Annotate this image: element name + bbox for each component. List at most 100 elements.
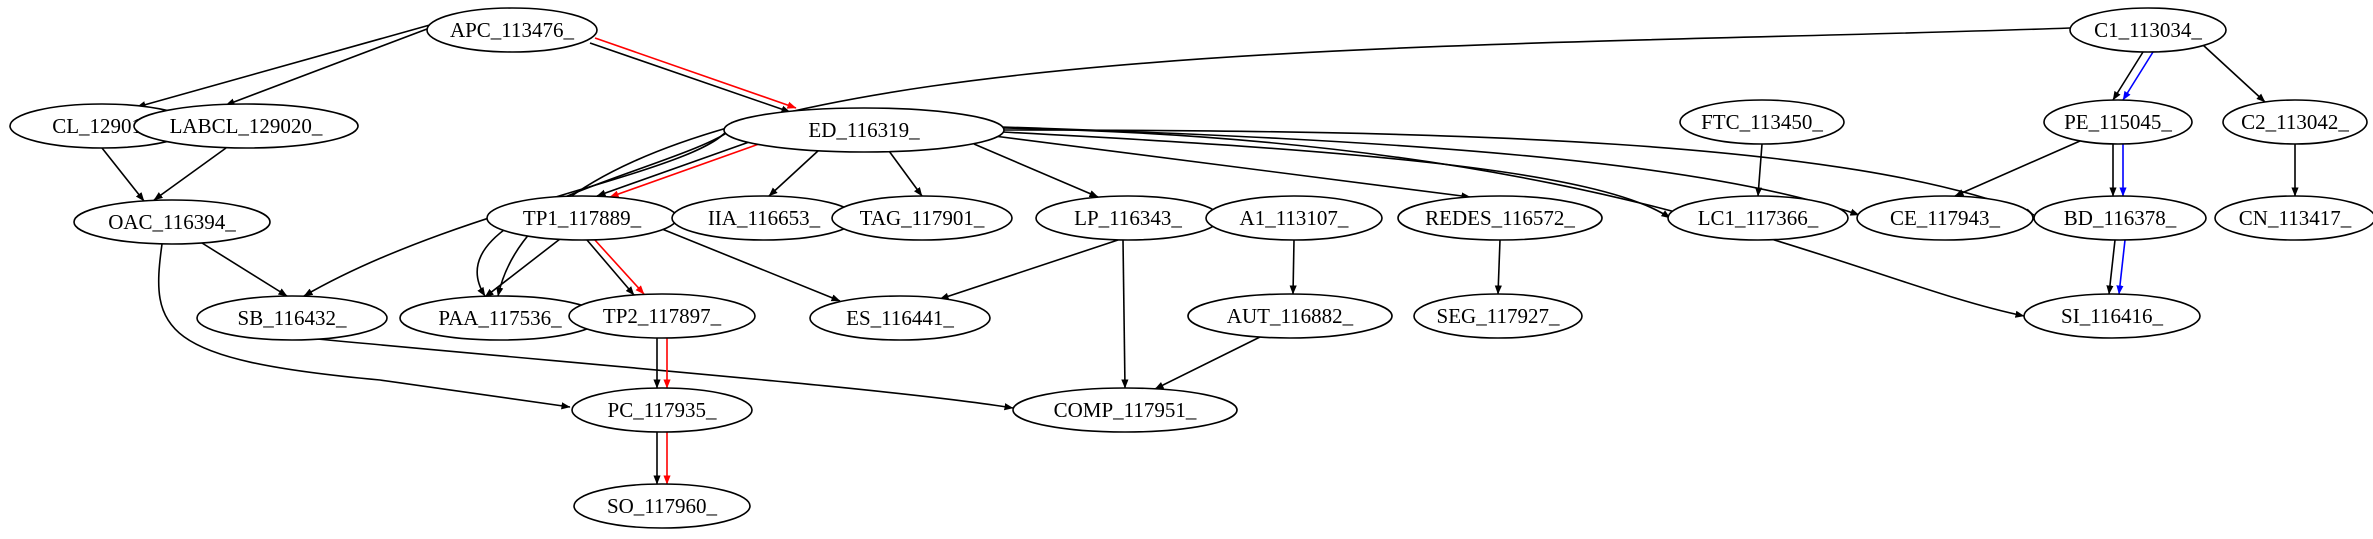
node-c1: C1_113034_ <box>2069 7 2227 53</box>
edge-tp1-to-paa <box>484 238 561 298</box>
edge-tp1-to-tp2 <box>586 239 635 296</box>
node-label: A1_113107_ <box>1240 206 1349 230</box>
edge-cl-to-oac <box>101 147 145 202</box>
node-labcl: LABCL_129020_ <box>133 103 359 149</box>
edge-ed-to-ce <box>1001 126 1860 216</box>
node-label: C2_113042_ <box>2241 110 2349 134</box>
node-ellipse <box>2023 293 2201 339</box>
edge-sb-to-comp <box>316 338 1014 411</box>
edge-pe-to-ce <box>1954 140 2081 197</box>
node-paa: PAA_117536_ <box>399 295 601 341</box>
node-ellipse <box>568 293 756 339</box>
node-oac: OAC_116394_ <box>73 199 271 245</box>
node-lc1: LC1_117366_ <box>1667 195 1849 241</box>
edge-ed-to-redes <box>993 135 1471 200</box>
node-label: AUT_116882_ <box>1227 304 1354 328</box>
node-label: REDES_116572_ <box>1425 206 1575 230</box>
edge-bd-to-si <box>2116 239 2126 295</box>
node-ellipse <box>2222 99 2368 145</box>
edge-a1-to-aut <box>1289 239 1297 295</box>
node-si: SI_116416_ <box>2023 293 2201 339</box>
node-aut: AUT_116882_ <box>1187 293 1393 339</box>
node-ellipse <box>723 107 1005 153</box>
node-seg: SEG_117927_ <box>1413 293 1583 339</box>
edge-c1-to-pe <box>2112 51 2144 101</box>
node-ellipse <box>1667 195 1849 241</box>
node-ellipse <box>809 295 991 341</box>
node-label: FTC_113450_ <box>1701 110 1823 134</box>
node-ellipse <box>2043 99 2193 145</box>
edge-bd-to-si <box>2106 239 2116 295</box>
node-ellipse <box>831 195 1013 241</box>
node-so: SO_117960_ <box>573 483 751 529</box>
edge-ed-to-sb <box>303 121 733 297</box>
edge-oac-to-sb <box>201 242 288 297</box>
node-label: CE_117943_ <box>1890 206 2001 230</box>
node-redes: REDES_116572_ <box>1397 195 1603 241</box>
edge-apc-to-cl <box>136 20 445 109</box>
edge-ed-to-bd <box>1002 129 2035 216</box>
node-ellipse <box>2214 195 2373 241</box>
node-label: PE_115045_ <box>2064 110 2172 134</box>
edge-lp-to-comp <box>1121 239 1129 389</box>
node-es: ES_116441_ <box>809 295 991 341</box>
node-label: PC_117935_ <box>608 398 717 422</box>
node-label: APC_113476_ <box>450 18 575 42</box>
edge-c1-to-paa <box>496 27 2071 297</box>
node-ellipse <box>1187 293 1393 339</box>
node-label: LP_116343_ <box>1074 206 1182 230</box>
edge-ftc-to-lc1 <box>1755 143 1763 197</box>
edge-ed-to-tp1 <box>596 140 753 197</box>
node-ellipse <box>1397 195 1603 241</box>
edge-tp1-to-tp2 <box>593 238 645 295</box>
edge-c1-to-pe <box>2122 51 2154 101</box>
node-label: SB_116432_ <box>238 306 347 330</box>
node-ellipse <box>1413 293 1583 339</box>
node-label: ES_116441_ <box>846 306 954 330</box>
edge-oac-to-pc <box>157 243 571 410</box>
edge-aut-to-comp <box>1154 336 1261 390</box>
node-a1: A1_113107_ <box>1205 195 1383 241</box>
node-label: OAC_116394_ <box>108 210 236 234</box>
node-label: ED_116319_ <box>808 118 920 142</box>
node-tp1: TP1_117889_ <box>486 195 678 241</box>
edge-apc-to-ed <box>594 37 797 109</box>
node-ellipse <box>73 199 271 245</box>
edge-layer <box>101 11 2299 485</box>
node-lp: LP_116343_ <box>1035 195 1221 241</box>
node-ed: ED_116319_ <box>723 107 1005 153</box>
node-c2: C2_113042_ <box>2222 99 2368 145</box>
node-ellipse <box>133 103 359 149</box>
node-ellipse <box>426 7 598 53</box>
node-ellipse <box>1205 195 1383 241</box>
node-sb: SB_116432_ <box>196 295 388 341</box>
node-pe: PE_115045_ <box>2043 99 2193 145</box>
node-ftc: FTC_113450_ <box>1679 99 1845 145</box>
node-ellipse <box>196 295 388 341</box>
node-cn: CN_113417_ <box>2214 195 2373 241</box>
edge-apc-to-ed <box>589 42 791 113</box>
node-ellipse <box>2069 7 2227 53</box>
edge-ed-to-iia <box>768 149 820 197</box>
node-label: LABCL_129020_ <box>170 114 323 138</box>
node-ellipse <box>1012 387 1238 433</box>
node-ellipse <box>1856 195 2034 241</box>
node-label: COMP_117951_ <box>1054 398 1197 422</box>
node-iia: IIA_116653_ <box>671 195 857 241</box>
edge-redes-to-seg <box>1494 239 1502 295</box>
node-apc: APC_113476_ <box>426 7 598 53</box>
edge-ed-to-lp <box>973 143 1099 198</box>
node-label: SEG_117927_ <box>1437 304 1560 328</box>
node-label: CN_113417_ <box>2239 206 2352 230</box>
node-label: SI_116416_ <box>2061 304 2163 328</box>
node-label: TP1_117889_ <box>523 206 642 230</box>
edge-lp-to-es <box>939 239 1119 300</box>
edge-labcl-to-oac <box>153 147 227 201</box>
node-label: C1_113034_ <box>2094 18 2202 42</box>
node-comp: COMP_117951_ <box>1012 387 1238 433</box>
node-label: LC1_117366_ <box>1698 206 1819 230</box>
node-label: TAG_117901_ <box>860 206 985 230</box>
node-ellipse <box>573 483 751 529</box>
